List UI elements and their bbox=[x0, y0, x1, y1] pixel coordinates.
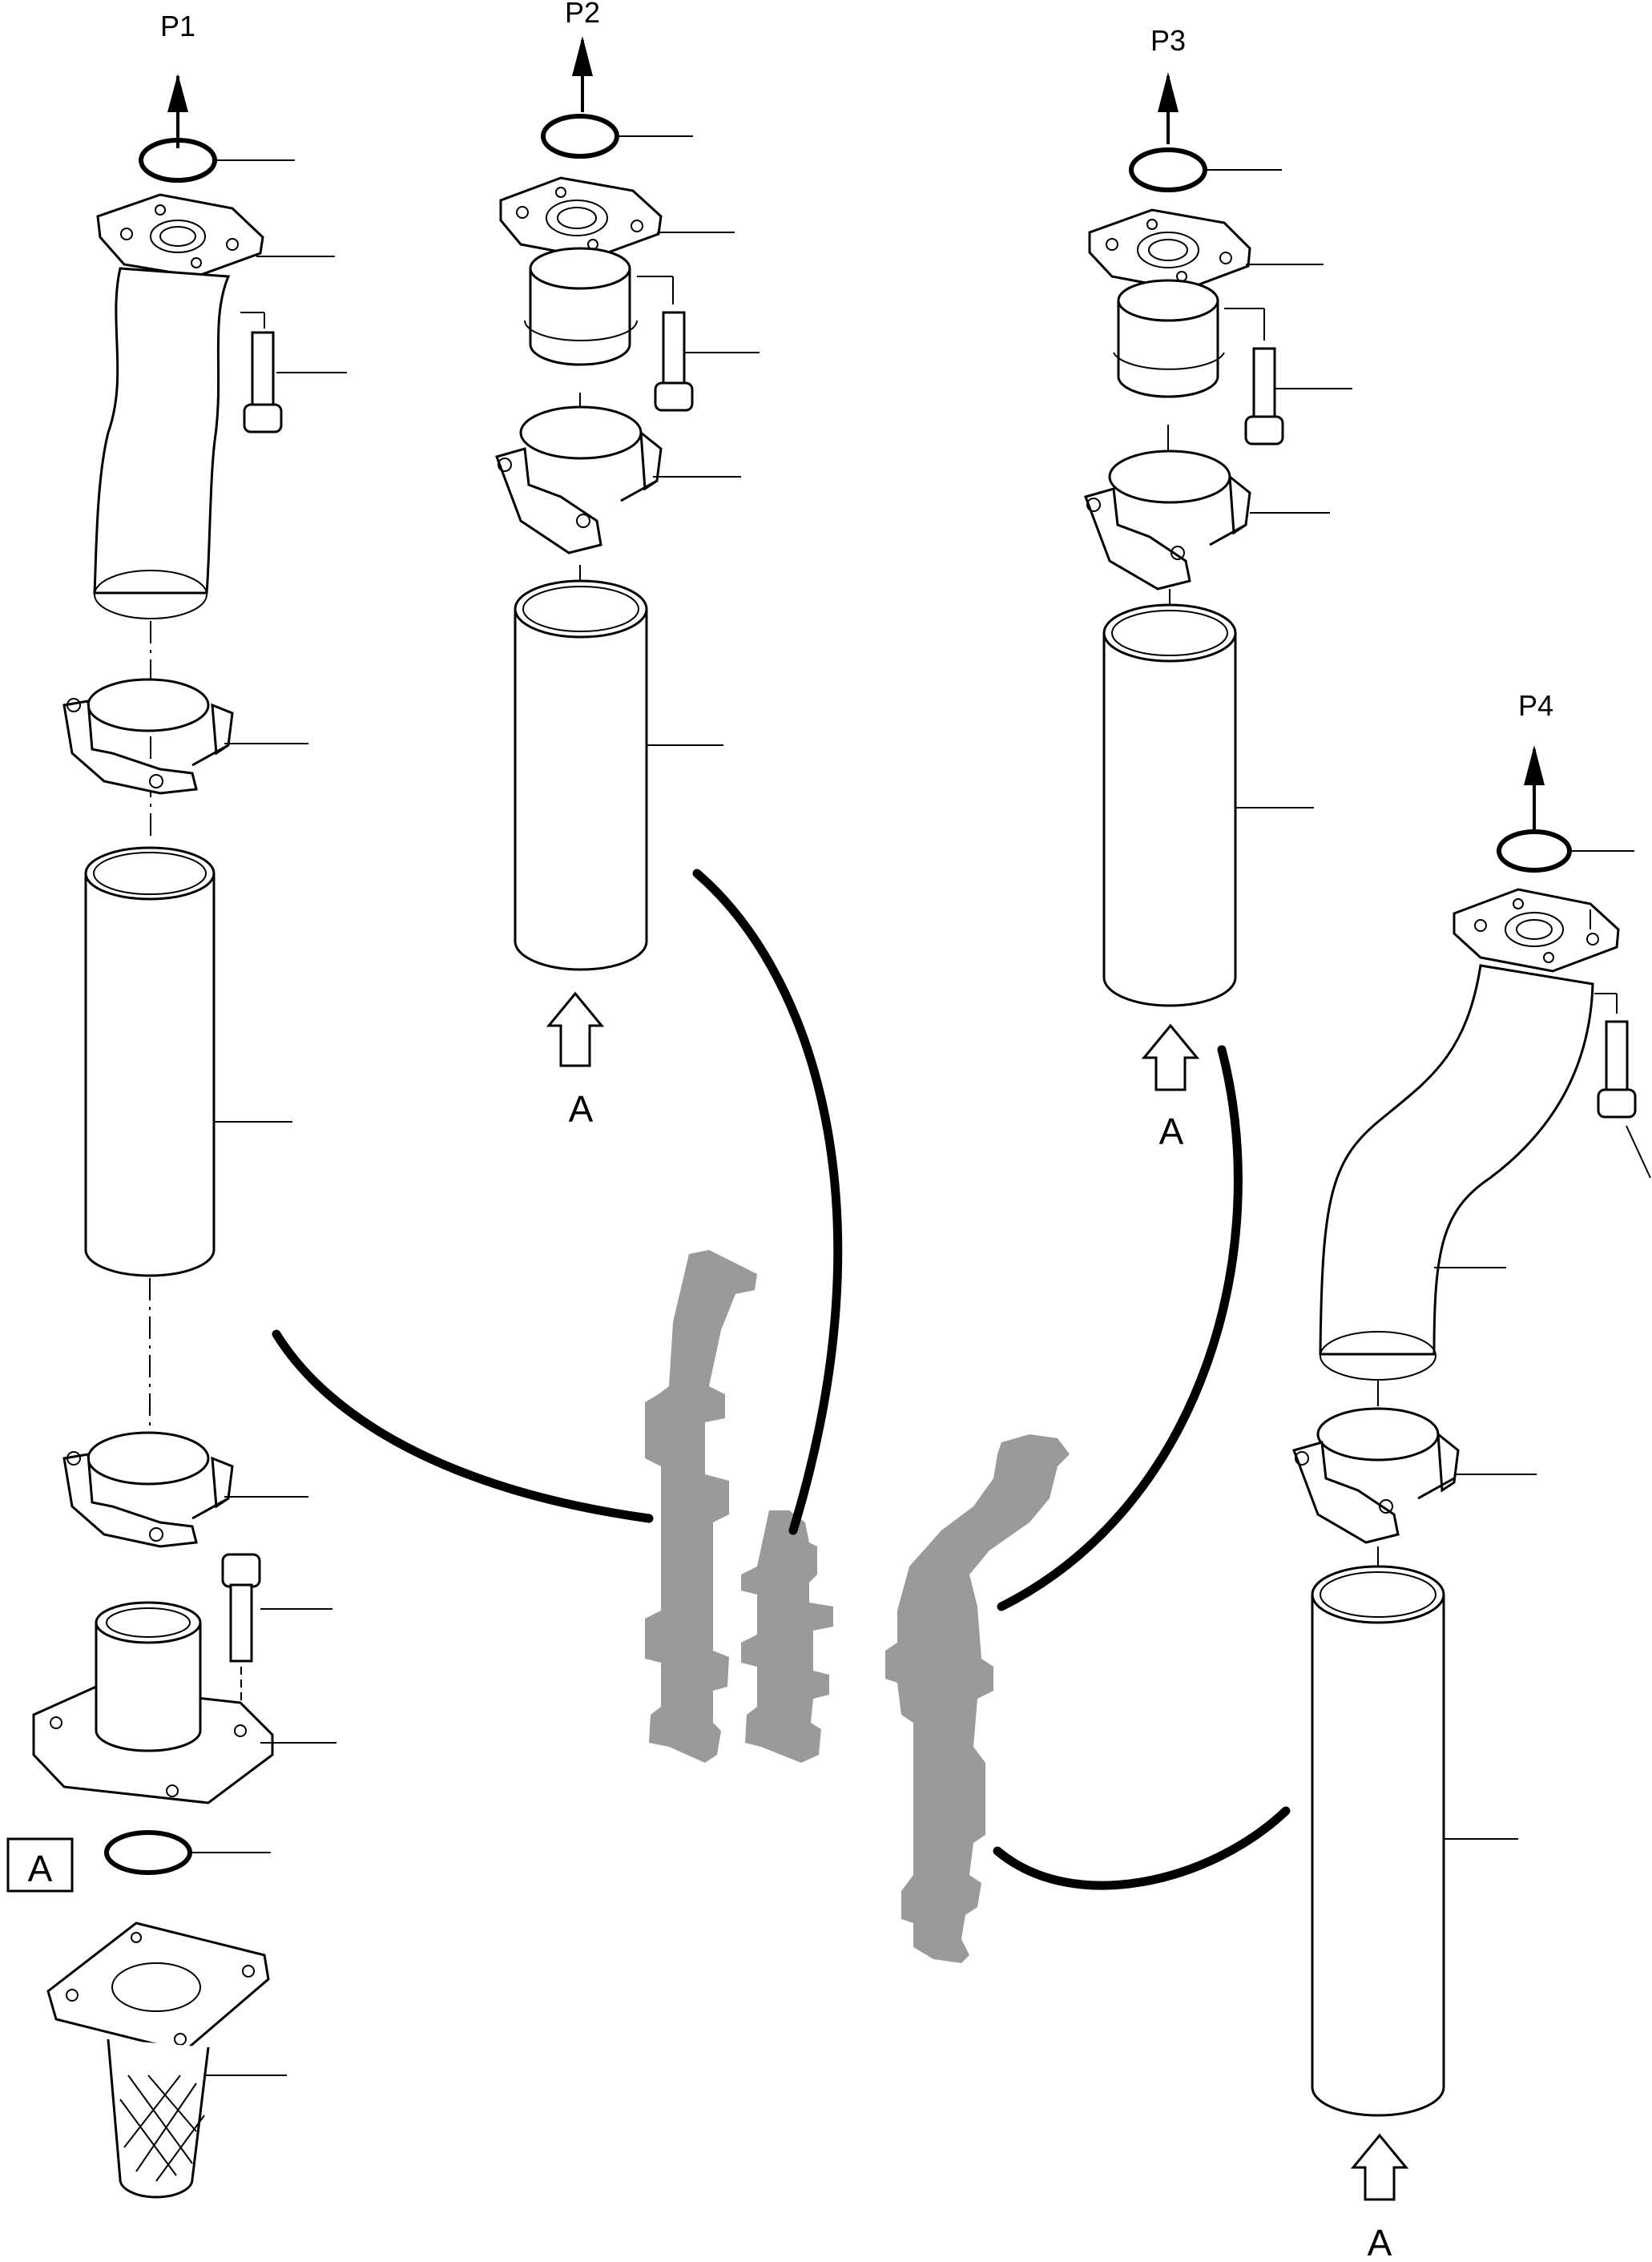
pipe-end bbox=[94, 570, 208, 619]
pipe-adapter bbox=[1113, 279, 1225, 398]
flange bbox=[1453, 888, 1620, 973]
hose-clamp bbox=[1084, 450, 1251, 591]
socket-bolt bbox=[240, 312, 283, 433]
suction-strainer bbox=[46, 1921, 270, 2199]
hose-clamp bbox=[62, 678, 234, 795]
hose-clamp bbox=[1292, 1407, 1460, 1544]
socket-bolt bbox=[637, 276, 694, 412]
assembly-silhouettes bbox=[645, 1250, 1070, 1963]
hose-clamp bbox=[495, 405, 663, 554]
base-flange bbox=[32, 1601, 274, 1804]
flange bbox=[96, 193, 264, 278]
pointer-arc-p4 bbox=[993, 1806, 1291, 1890]
pointer-arcs bbox=[272, 869, 1291, 1890]
assembled-pipe-p2-silhouette bbox=[741, 1510, 833, 1763]
o-ring bbox=[104, 1830, 192, 1875]
straight-tube bbox=[1102, 603, 1237, 1007]
straight-tube bbox=[514, 579, 648, 971]
o-ring bbox=[139, 138, 217, 183]
view-arrow-label: A bbox=[569, 1088, 594, 1130]
outlet-label-p4: P4 bbox=[1518, 689, 1553, 722]
flange bbox=[1088, 208, 1251, 292]
o-ring bbox=[1497, 829, 1572, 873]
outlet-label-p1: P1 bbox=[160, 10, 195, 42]
o-ring bbox=[1129, 147, 1207, 192]
outlet-arrowhead-p4 bbox=[1524, 745, 1545, 785]
assembled-pipe-p1-silhouette bbox=[645, 1250, 757, 1763]
view-arrow-label: A bbox=[1368, 2222, 1392, 2262]
view-arrow-a bbox=[546, 991, 605, 1067]
assembled-pipe-p3p4-silhouette bbox=[885, 1434, 1070, 1963]
outlet-arrowhead-p1 bbox=[167, 74, 188, 112]
flange bbox=[499, 176, 663, 260]
pointer-arc-p1 bbox=[272, 1329, 654, 1523]
outlet-arrowhead-p2 bbox=[572, 36, 593, 76]
outlet-arrowhead-p3 bbox=[1158, 72, 1179, 112]
o-ring bbox=[541, 114, 619, 159]
outlet-label-p2: P2 bbox=[565, 0, 600, 29]
view-arrow-label: A bbox=[1159, 1111, 1184, 1152]
column-p3: P3 bbox=[1084, 24, 1352, 1152]
view-arrow-a bbox=[1141, 1023, 1200, 1091]
outlet-label-p3: P3 bbox=[1150, 24, 1186, 57]
bent-pipe bbox=[93, 267, 231, 595]
column-p2: P2 bbox=[495, 0, 760, 1130]
view-marker-label: A bbox=[28, 1848, 53, 1889]
hose-clamp bbox=[62, 1431, 234, 1548]
pipe-adapter bbox=[524, 247, 638, 366]
socket-bolt bbox=[1224, 308, 1284, 446]
view-marker-box bbox=[6, 1837, 74, 1893]
pointer-arc-p3 bbox=[997, 1045, 1243, 1611]
column-p4: P4 bbox=[1292, 689, 1651, 2262]
pointer-arc-p2 bbox=[692, 869, 843, 1535]
bent-pipe bbox=[1319, 964, 1594, 1356]
column-p1: P1 bbox=[6, 10, 347, 2199]
straight-tube bbox=[84, 846, 216, 1277]
straight-tube bbox=[1311, 1565, 1445, 2117]
view-arrow-a bbox=[1350, 2133, 1409, 2201]
socket-bolt bbox=[1594, 993, 1651, 1179]
socket-bolt bbox=[221, 1553, 261, 1723]
